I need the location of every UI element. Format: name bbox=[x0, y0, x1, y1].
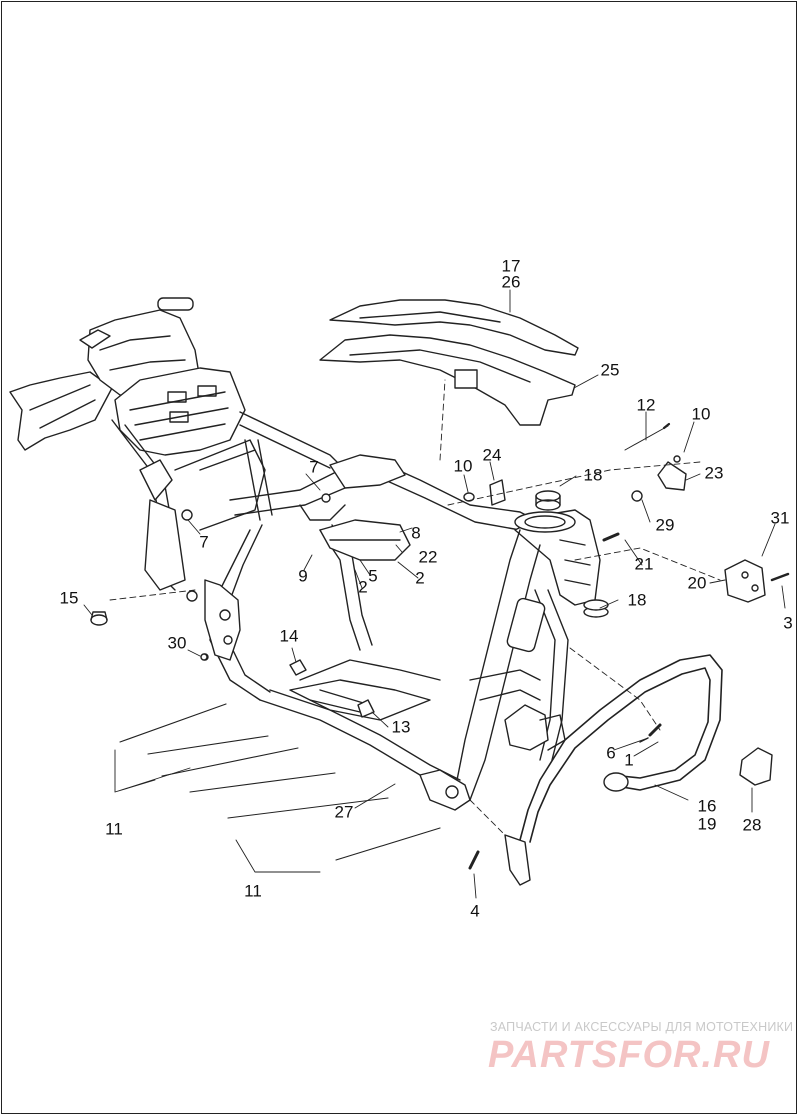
callout-3: 3 bbox=[783, 613, 793, 633]
rear-frame-section bbox=[9, 297, 346, 591]
main-frame bbox=[181, 454, 601, 811]
watermark-tagline: ЗАПЧАСТИ И АКСЕССУАРЫ ДЛЯ МОТОТЕХНИКИ bbox=[490, 1020, 794, 1034]
callout-7-left: 7 bbox=[199, 532, 209, 552]
callout-19: 19 bbox=[697, 814, 717, 834]
callout-26: 26 bbox=[501, 272, 521, 292]
callout-29: 29 bbox=[655, 515, 675, 535]
callout-2-right: 2 bbox=[415, 568, 425, 588]
leader-lines bbox=[83, 289, 786, 899]
callout-8: 8 bbox=[411, 523, 421, 543]
callout-9: 9 bbox=[298, 566, 308, 586]
callout-2-left: 2 bbox=[358, 577, 368, 597]
callout-16: 16 bbox=[697, 796, 717, 816]
callout-11-left: 11 bbox=[105, 819, 123, 839]
callout-10-mid: 10 bbox=[453, 456, 473, 476]
callout-5: 5 bbox=[368, 566, 378, 586]
callout-6: 6 bbox=[606, 743, 616, 763]
callout-17: 17 bbox=[501, 256, 521, 276]
callout-7-top: 7 bbox=[309, 457, 319, 477]
callout-22: 22 bbox=[418, 547, 438, 567]
small-parts bbox=[90, 422, 790, 886]
callout-23: 23 bbox=[704, 463, 724, 483]
callout-30: 30 bbox=[167, 633, 187, 653]
callout-12: 12 bbox=[636, 395, 656, 415]
callout-18-top: 18 bbox=[583, 465, 603, 485]
callout-4: 4 bbox=[470, 901, 480, 921]
cable-straps bbox=[119, 703, 441, 861]
callout-13: 13 bbox=[391, 717, 411, 737]
callout-14: 14 bbox=[279, 626, 299, 646]
callout-27: 27 bbox=[334, 802, 354, 822]
callout-20: 20 bbox=[687, 573, 707, 593]
callout-31: 31 bbox=[770, 508, 790, 528]
callout-10-top: 10 bbox=[691, 404, 711, 424]
callout-28: 28 bbox=[742, 815, 762, 835]
callout-15: 15 bbox=[59, 588, 79, 608]
callout-11-bottom: 11 bbox=[244, 881, 262, 901]
watermark-logo: PARTSFOR.RU bbox=[488, 1034, 770, 1076]
callout-25: 25 bbox=[600, 360, 620, 380]
top-frame-covers bbox=[319, 299, 579, 426]
callout-18-bottom: 18 bbox=[627, 590, 647, 610]
callout-1: 1 bbox=[624, 750, 634, 770]
callout-21: 21 bbox=[634, 554, 654, 574]
callout-24: 24 bbox=[482, 445, 502, 465]
